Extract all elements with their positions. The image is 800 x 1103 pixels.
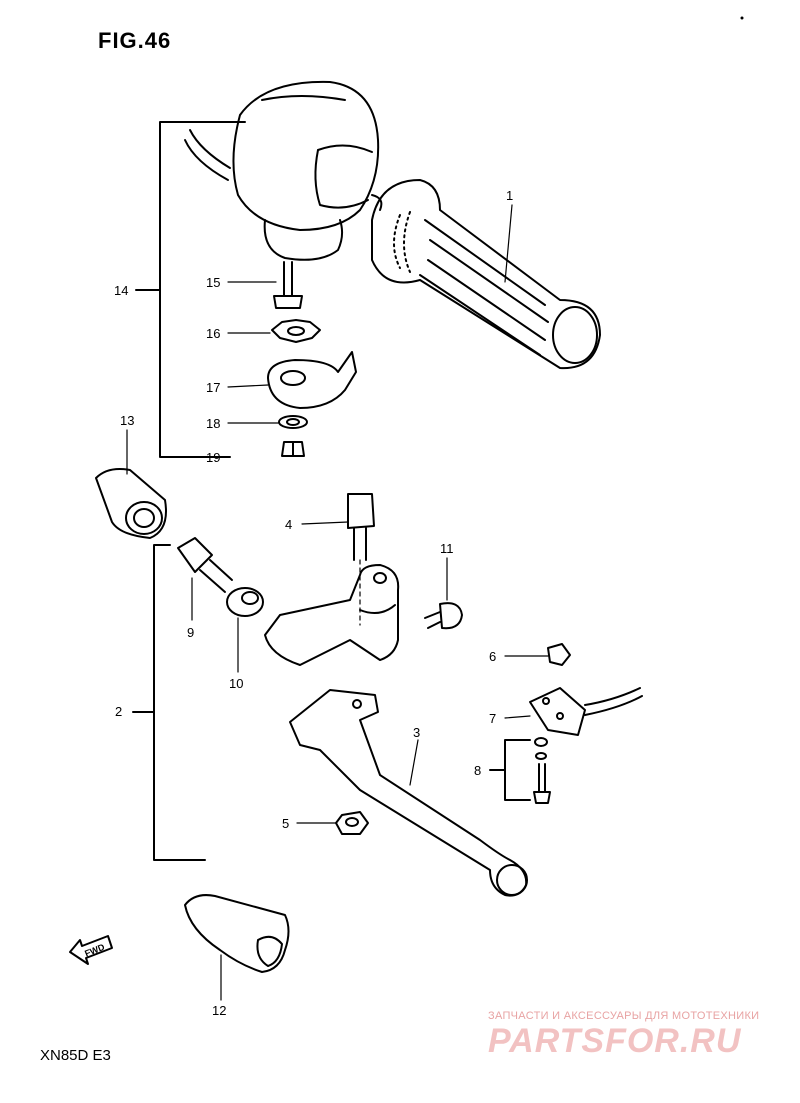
watermark-tagline: ЗАПЧАСТИ И АКСЕССУАРЫ ДЛЯ МОТОТЕХНИКИ [488,1010,760,1022]
part-grip [371,179,601,370]
watermark-brand: PARTSFOR.RU [488,1022,742,1060]
leader-lines [126,204,549,1001]
callout-14: 14 [114,283,128,298]
part-screw-15 [273,261,303,309]
bracket-8 [489,739,531,801]
callout-3: 3 [413,725,420,740]
callout-4: 4 [285,517,292,532]
part-screw-8 [533,737,551,804]
callout-17: 17 [206,380,220,395]
part-bolt-9 [177,537,233,593]
part-switch-7 [529,687,643,736]
callout-8: 8 [474,763,481,778]
part-lever-bracket [264,564,400,666]
part-throttle-housing [184,80,383,261]
callout-6: 6 [489,649,496,664]
part-bolt-4 [347,493,375,561]
callout-12: 12 [212,1003,226,1018]
callout-7: 7 [489,711,496,726]
bracket-14 [135,121,246,458]
callout-10: 10 [229,676,243,691]
callout-19: 19 [206,450,220,465]
callout-9: 9 [187,625,194,640]
part-screw-11 [424,602,463,630]
bracket-2 [132,544,206,861]
model-code: XN85D E3 [40,1047,111,1064]
part-washer-18 [278,415,308,429]
callout-5: 5 [282,816,289,831]
part-clip-6 [547,643,571,666]
part-nut-10 [226,587,264,617]
figure-title: FIG.46 [98,28,172,53]
part-boot-13 [95,468,167,539]
callout-16: 16 [206,326,220,341]
callout-1: 1 [506,188,513,203]
callout-15: 15 [206,275,220,290]
callout-11: 11 [440,541,454,556]
part-stop-17 [267,351,357,409]
callout-18: 18 [206,416,220,431]
callout-2: 2 [115,704,122,719]
callout-13: 13 [120,413,134,428]
speck-dot [740,16,744,20]
part-nut-19 [281,441,305,457]
part-cover-12 [184,894,290,973]
part-lever-3 [289,689,528,897]
part-washer-16 [271,319,321,343]
part-nut-5 [335,811,369,835]
fwd-arrow-icon [69,935,113,965]
